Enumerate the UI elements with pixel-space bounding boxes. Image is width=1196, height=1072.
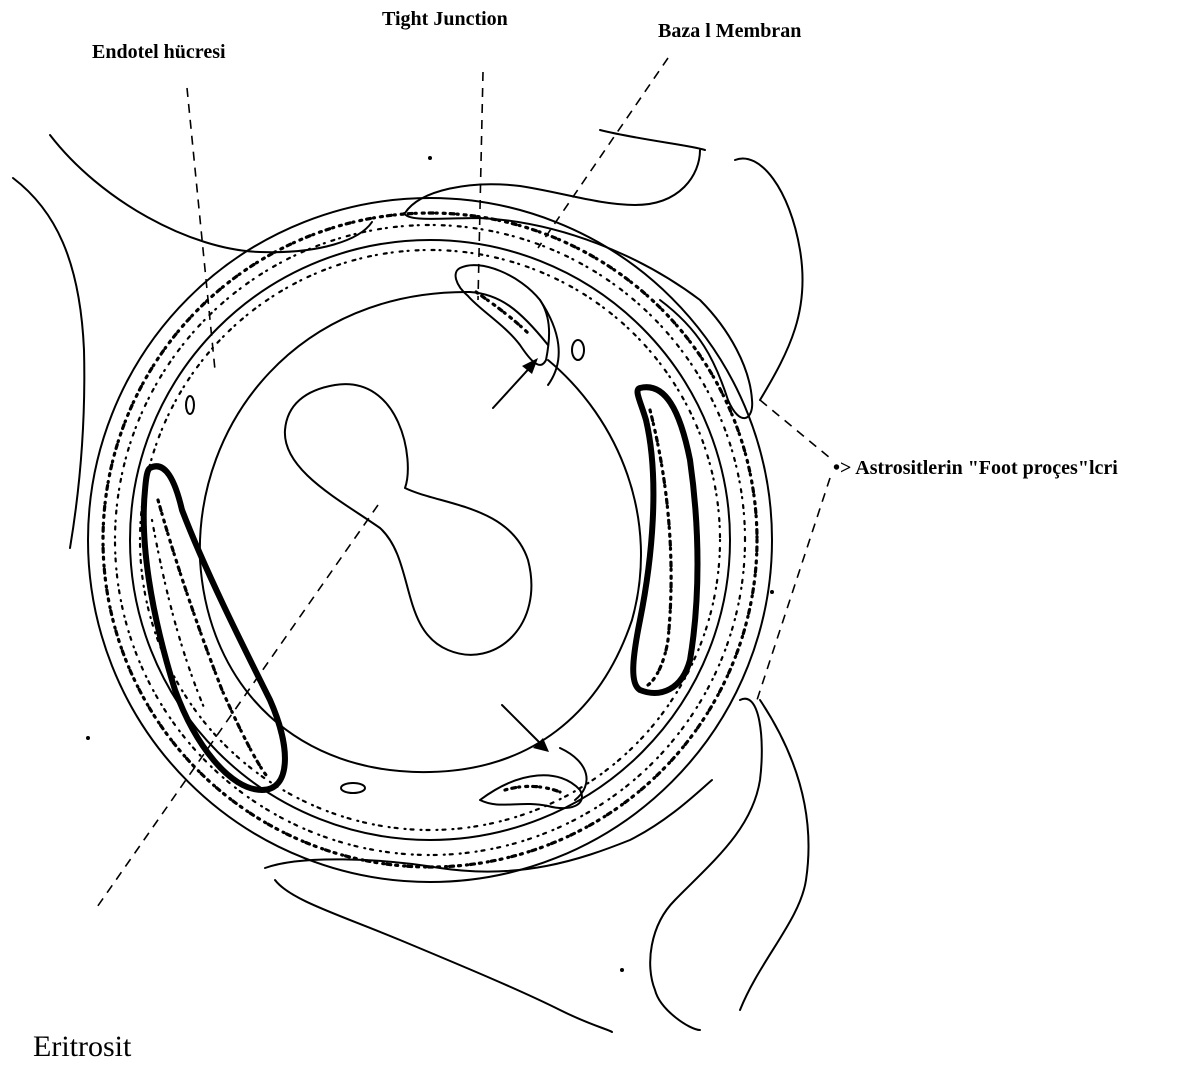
endothelial-inner-outline: [200, 292, 641, 772]
erythrocyte-shape: [285, 384, 532, 655]
vesicle: [572, 340, 584, 360]
tight-junction-upper: [456, 265, 550, 365]
leader-basal-membrane: [538, 58, 668, 248]
arrow-tight-junction-lower: [502, 705, 545, 748]
leader-erythrocyte: [95, 505, 378, 910]
leader-astrocyte-upper: [760, 400, 830, 458]
nucleus-left: [144, 466, 285, 790]
tight-junction-lower: [480, 775, 582, 808]
vesicle: [341, 783, 365, 793]
astrocyte-foot-process-top-right-outer: [735, 158, 803, 400]
leader-endothelial-cell: [187, 88, 215, 370]
basal-membrane-texture: [103, 213, 757, 867]
astrocyte-foot-process-bottom: [265, 780, 712, 1032]
astrocyte-foot-process-bottom-right: [650, 699, 808, 1030]
vesicle: [186, 396, 194, 414]
endothelial-texture: [140, 250, 720, 830]
